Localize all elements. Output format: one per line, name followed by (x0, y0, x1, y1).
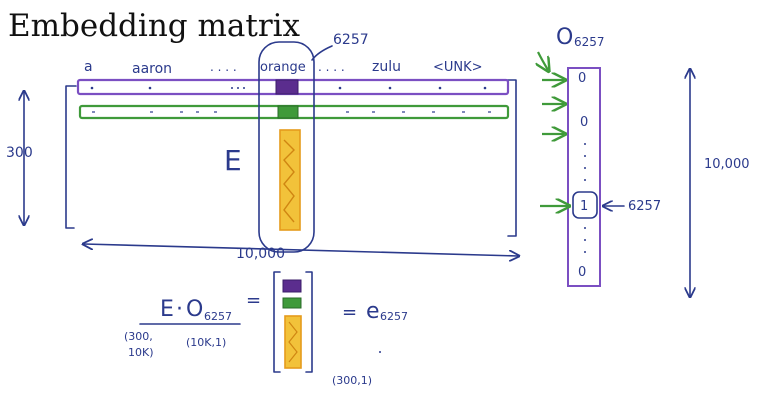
matrix-right-bracket (505, 79, 517, 237)
column-orange-hatch (283, 139, 295, 223)
eq-dim-E: (300, (124, 330, 153, 343)
cols-dimension-label: 10,000 (236, 246, 285, 262)
word-dots-2: . . . . (318, 60, 345, 74)
onehot-value-second: 0 (580, 115, 588, 130)
onehot-subscript: 6257 (574, 35, 605, 49)
onehot-pointer-arrow (538, 51, 548, 70)
matrix-label-E: E (224, 144, 242, 177)
onehot-one-highlight (572, 191, 598, 219)
column-words: a aaron . . . . orange . . . . zulu <UNK… (84, 59, 483, 77)
cols-dimension-arrow (84, 244, 518, 256)
equation: E · O 6257 (300, 10K) (10K,1) = = e 6257… (124, 271, 408, 387)
column-embedding-orange (279, 129, 301, 231)
eq-lhs-E: E (160, 297, 174, 322)
rows-dimension-label: 300 (6, 145, 33, 161)
eq-rhs-e: e (366, 299, 380, 324)
word-a: a (84, 59, 93, 75)
eq-lhs-dot: · (176, 297, 183, 322)
result-cell-orange (284, 315, 302, 369)
word-unk: <UNK> (433, 60, 483, 75)
eq-dim-E2: 10K) (128, 346, 154, 359)
onehot-value-top: 0 (578, 71, 586, 86)
word-orange: orange (260, 60, 306, 75)
word-aaron: aaron (132, 61, 172, 77)
eq-dim-O: (10K,1) (186, 336, 226, 349)
column-index-label: 6257 (333, 32, 369, 48)
eq-lhs-O: O (186, 297, 203, 322)
matrix-left-bracket (65, 85, 77, 229)
word-zulu: zulu (372, 59, 401, 75)
column-cell-purple (275, 79, 299, 95)
result-orange-hatch (288, 321, 298, 363)
onehot-dots (584, 143, 586, 253)
purple-row-dots (90, 86, 487, 90)
matrix-brackets (65, 79, 517, 237)
onehot-label: O (556, 25, 573, 50)
result-cell-green (282, 297, 302, 309)
result-stray-dot (379, 351, 381, 353)
onehot-green-arrows (540, 80, 568, 206)
column-index-pointer (311, 45, 333, 61)
onehot-value-bottom: 0 (578, 265, 586, 280)
column-cell-green (277, 105, 299, 119)
result-dim-label: (300,1) (332, 374, 372, 387)
eq-equals-2: = (342, 302, 357, 323)
word-dots-1: . . . . (210, 60, 237, 74)
onehot-vector-outline (567, 67, 601, 287)
eq-rhs-subscript: 6257 (380, 310, 408, 323)
slide-title: Embedding matrix (8, 8, 301, 44)
result-cell-purple (282, 279, 302, 293)
onehot-index-label: 6257 (628, 199, 661, 214)
eq-equals-1: = (246, 290, 261, 311)
onehot-size-label: 10,000 (704, 157, 750, 172)
onehot-value-one: 1 (580, 199, 588, 214)
eq-lhs-subscript: 6257 (204, 310, 232, 323)
result-left-bracket (273, 271, 281, 373)
result-right-bracket (305, 271, 313, 373)
